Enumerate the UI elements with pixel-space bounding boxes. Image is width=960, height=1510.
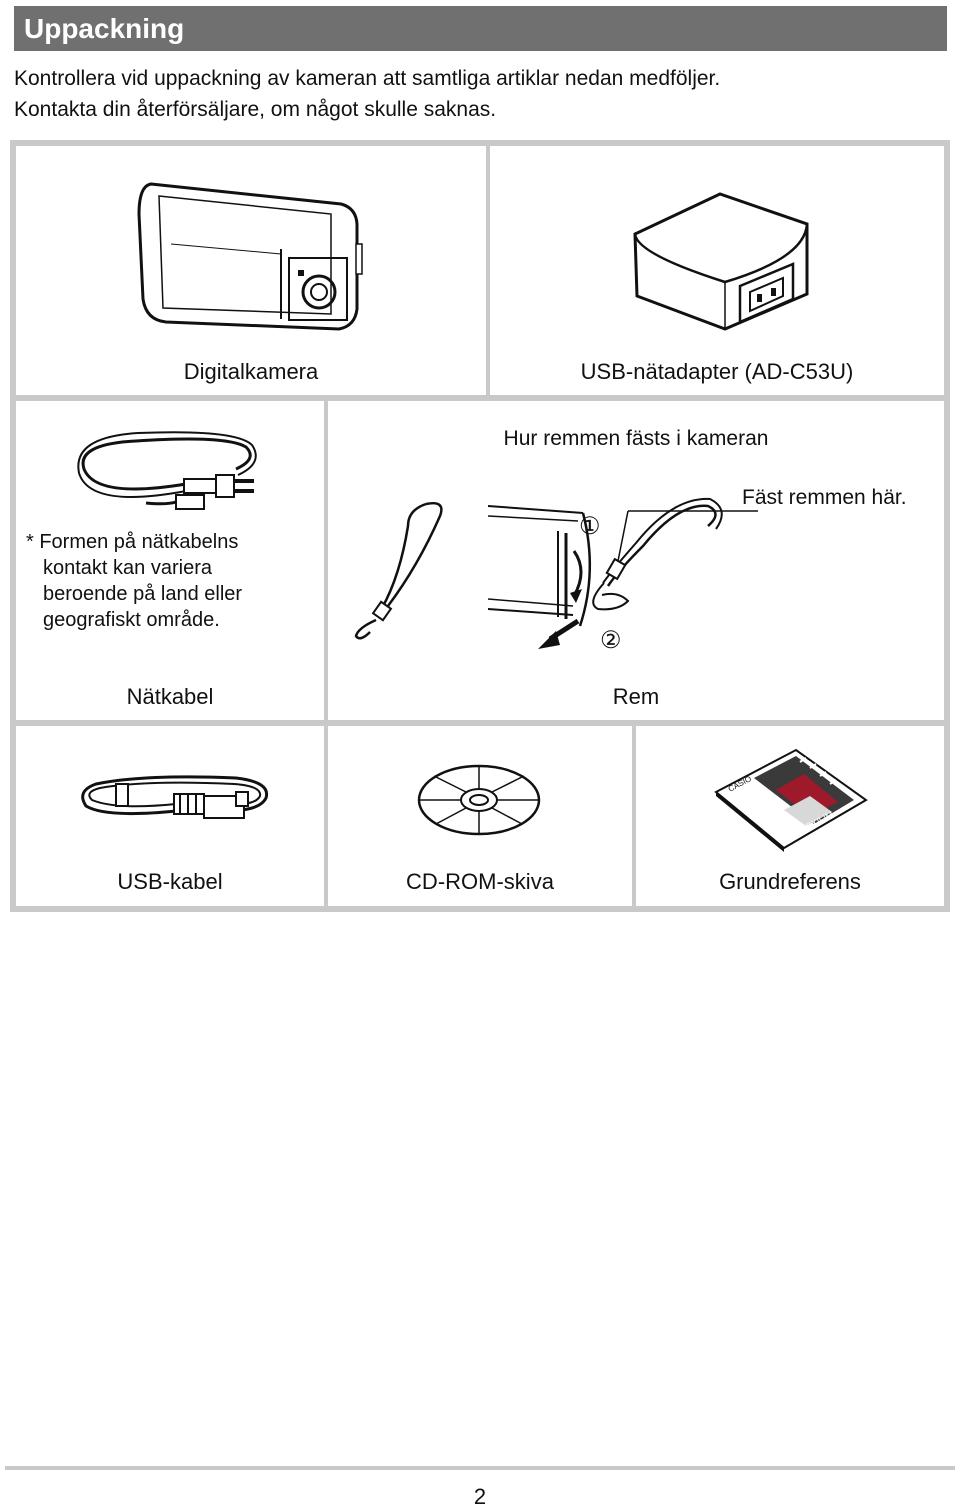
cdrom-label: CD-ROM-skiva	[406, 869, 554, 894]
strap-attach-callout: Fäst remmen här.	[742, 486, 907, 509]
adapter-illustration	[633, 192, 809, 331]
cell-power-cable: * Formen på nätkabelns kontakt kan varie…	[16, 401, 324, 720]
usb-cable-illustration	[81, 775, 269, 819]
reference-booklet-illustration: CASIO EXILIM	[714, 748, 868, 852]
step-2-marker: ②	[600, 627, 622, 654]
page-number: 2	[473, 1484, 487, 1509]
power-cable-label: Nätkabel	[126, 684, 214, 709]
strap-illustration	[354, 502, 443, 640]
footer-divider	[5, 1466, 955, 1470]
note-line-2: kontakt kan variera	[43, 557, 212, 579]
intro-line-2: Kontakta din återförsäljare, om något sk…	[14, 98, 497, 121]
strap-attach-diagram	[487, 497, 758, 649]
cell-adapter: USB-nätadapter (AD-C53U)	[490, 146, 944, 395]
cell-reference: CASIO EXILIM Grundreferens	[636, 726, 944, 906]
cell-camera: Digitalkamera	[16, 146, 486, 395]
reference-label: Grundreferens	[719, 869, 861, 894]
usb-cable-label: USB-kabel	[117, 869, 223, 894]
strap-howto-heading: Hur remmen fästs i kameran	[503, 427, 769, 450]
strap-label: Rem	[612, 684, 660, 709]
contents-grid: Digitalkamera USB-nätadapter (AD-C53U) *	[10, 140, 950, 912]
cdrom-illustration	[417, 764, 541, 836]
cell-cdrom: CD-ROM-skiva	[328, 726, 632, 906]
intro-text: Kontrollera vid uppackning av kameran at…	[14, 63, 944, 125]
note-line-1: * Formen på nätkabelns	[26, 531, 239, 553]
power-cable-note: * Formen på nätkabelns kontakt kan varie…	[26, 529, 242, 633]
note-line-3: beroende på land eller	[43, 583, 243, 605]
cell-usb-cable: USB-kabel	[16, 726, 324, 906]
camera-label: Digitalkamera	[183, 359, 319, 384]
camera-illustration	[137, 182, 363, 331]
cell-strap: Hur remmen fästs i kameran Fäst remmen h…	[328, 401, 944, 720]
section-title: Uppackning	[14, 6, 947, 51]
adapter-label: USB-nätadapter (AD-C53U)	[580, 359, 854, 384]
note-line-4: geografiskt område.	[43, 609, 220, 631]
intro-line-1: Kontrollera vid uppackning av kameran at…	[14, 67, 721, 90]
power-cable-illustration	[77, 431, 257, 510]
step-1-marker: ①	[579, 513, 601, 540]
